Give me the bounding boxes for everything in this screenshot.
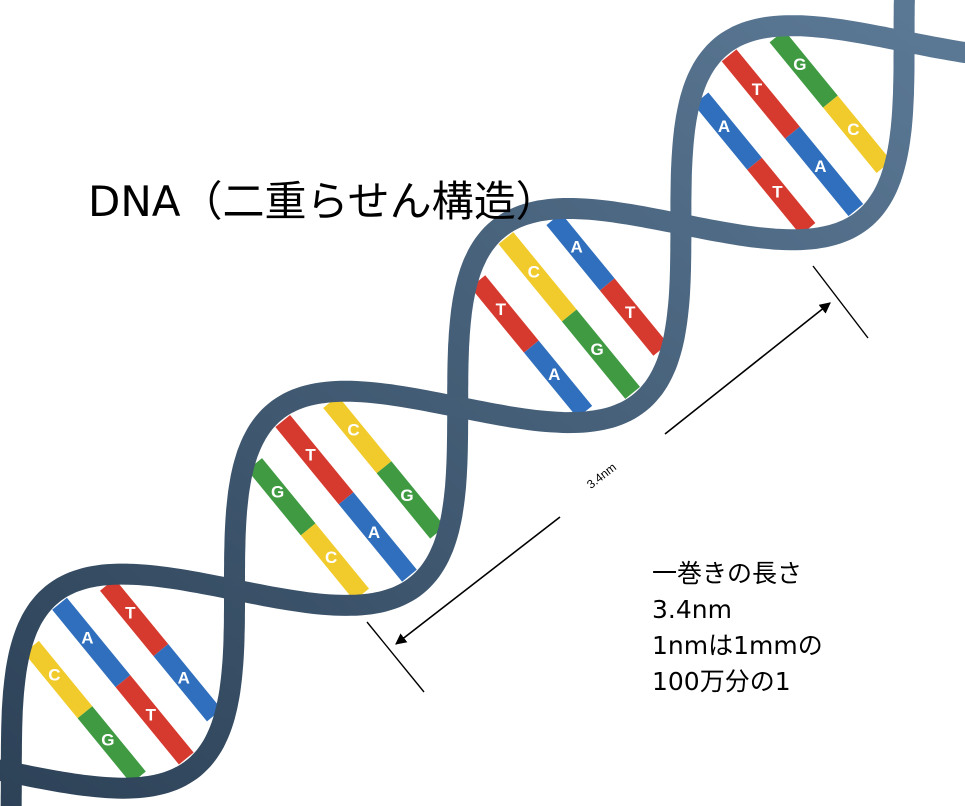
diagram-title: DNA（二重らせん構造） <box>88 177 558 226</box>
base-letter: A <box>718 117 730 136</box>
base-letter: G <box>400 486 413 505</box>
nucleotide-G <box>376 461 445 539</box>
info-line-2: 3.4nm <box>652 595 732 624</box>
base-pair: TA <box>100 578 222 722</box>
base-letter: A <box>571 238 583 257</box>
nucleotide-T <box>275 414 354 505</box>
base-pair: AT <box>52 597 194 765</box>
nucleotide-T <box>747 157 816 236</box>
base-letter: G <box>101 731 114 750</box>
base-letter: C <box>48 665 60 684</box>
measure-arrow-right <box>664 302 831 435</box>
base-letter: T <box>496 300 507 319</box>
base-letter: T <box>625 303 636 322</box>
info-line-3: 1nmは1mmの <box>652 631 823 660</box>
base-letter: A <box>368 523 380 542</box>
base-pair: GC <box>247 458 369 601</box>
nucleotide-A <box>785 126 864 217</box>
base-letter: T <box>125 603 136 622</box>
base-pair: AT <box>693 92 816 236</box>
base-letter: T <box>772 182 783 201</box>
nucleotide-A <box>52 597 131 688</box>
nucleotide-A <box>693 92 762 170</box>
base-letter: T <box>305 446 316 465</box>
measure-arrow-left <box>395 516 561 645</box>
nucleotide-A <box>523 340 593 418</box>
nucleotide-G <box>561 309 640 399</box>
base-letter: G <box>591 340 604 359</box>
base-letter: A <box>548 365 560 384</box>
base-letter: A <box>178 669 190 688</box>
nucleotide-A <box>338 492 417 582</box>
base-letter: C <box>847 120 859 139</box>
nucleotide-T <box>100 578 169 657</box>
info-line-4: 100万分の1 <box>652 667 791 696</box>
pitch-info: 一巻きの長さ 3.4nm 1nmは1mmの 100万分の1 <box>652 556 823 700</box>
nucleotide-C <box>323 395 392 474</box>
nucleotide-G <box>77 706 146 784</box>
base-letter: G <box>271 483 284 502</box>
nucleotide-G <box>247 458 316 536</box>
base-pair: CG <box>498 232 640 399</box>
base-letter: T <box>752 80 763 99</box>
base-letter: A <box>81 628 93 647</box>
nucleotide-A <box>546 213 615 291</box>
nucleotide-C <box>823 95 892 173</box>
base-pair: AT <box>546 213 669 356</box>
base-letter: C <box>528 263 540 282</box>
nucleotide-A <box>153 644 222 722</box>
base-pair: TA <box>470 275 593 418</box>
nucleotide-C <box>300 523 369 601</box>
measure-label: 3.4nm <box>584 460 619 492</box>
base-pair: GC <box>769 30 892 173</box>
nucleotide-G <box>769 30 838 108</box>
base-pair: TA <box>275 414 417 582</box>
nucleotide-C <box>498 232 577 322</box>
base-letter: T <box>146 706 157 725</box>
extension-line-left <box>366 621 425 693</box>
info-line-1: 一巻きの長さ <box>652 559 803 588</box>
base-letter: A <box>814 157 826 176</box>
backbone-strand-2 <box>0 15 965 799</box>
base-letter: G <box>793 55 806 74</box>
nucleotide-T <box>470 275 539 353</box>
base-letter: C <box>347 420 359 439</box>
nucleotide-T <box>115 675 194 765</box>
extension-line-right <box>812 265 869 339</box>
backbone-strand-1 <box>0 0 915 806</box>
base-pair: CG <box>323 395 445 539</box>
nucleotide-T <box>721 49 800 139</box>
nucleotide-T <box>599 278 669 356</box>
base-pair: TA <box>721 49 864 217</box>
base-pair: CG <box>24 640 146 784</box>
base-letter: C <box>325 548 337 567</box>
nucleotide-C <box>24 640 93 719</box>
